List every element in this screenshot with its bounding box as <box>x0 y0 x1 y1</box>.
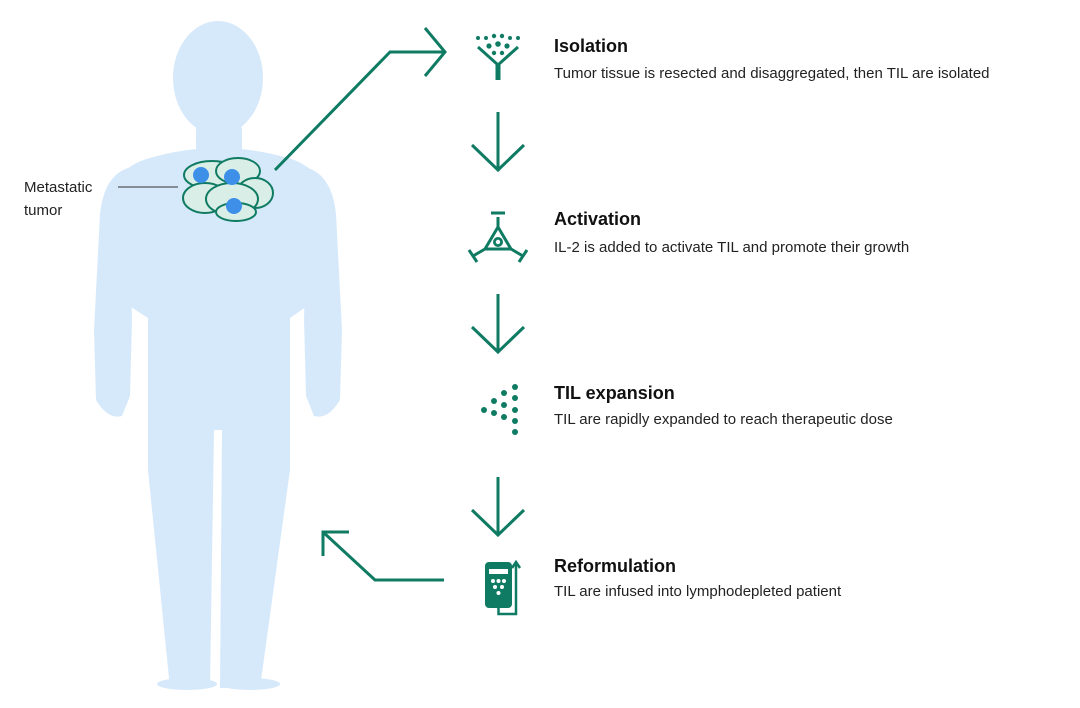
tumor-dots <box>193 167 242 214</box>
infusion-bag-icon <box>485 559 522 616</box>
tumor-label-line1: Metastatic <box>24 179 93 196</box>
step-til-expansion-description: TIL are rapidly expanded to reach therap… <box>554 411 893 428</box>
dots-expansion-icon <box>481 384 518 435</box>
step-til-expansion-title: TIL expansion <box>554 383 675 403</box>
human-silhouette <box>94 21 342 690</box>
metastatic-tumor-label: Metastatic tumor <box>24 176 92 222</box>
step-reformulation-description: TIL are infused into lymphodepleted pati… <box>554 583 842 600</box>
step-reformulation-title: Reformulation <box>554 556 677 576</box>
tumor-label-line2: tumor <box>24 202 63 219</box>
arrow-to-isolation <box>273 27 447 172</box>
down-arrow-3 <box>470 477 526 538</box>
step-isolation-description: Tumor tissue is resected and disaggregat… <box>554 65 990 82</box>
step-activation-description: IL-2 is added to activate TIL and promot… <box>554 239 910 256</box>
step-isolation-title: Isolation <box>554 36 629 56</box>
down-arrow-2 <box>470 294 526 355</box>
down-arrow-1 <box>470 112 526 173</box>
funnel-filter-icon <box>476 33 520 80</box>
step-activation-title: Activation <box>554 209 642 229</box>
return-arrow-to-patient <box>321 530 444 582</box>
activation-molecule-icon <box>467 211 529 263</box>
